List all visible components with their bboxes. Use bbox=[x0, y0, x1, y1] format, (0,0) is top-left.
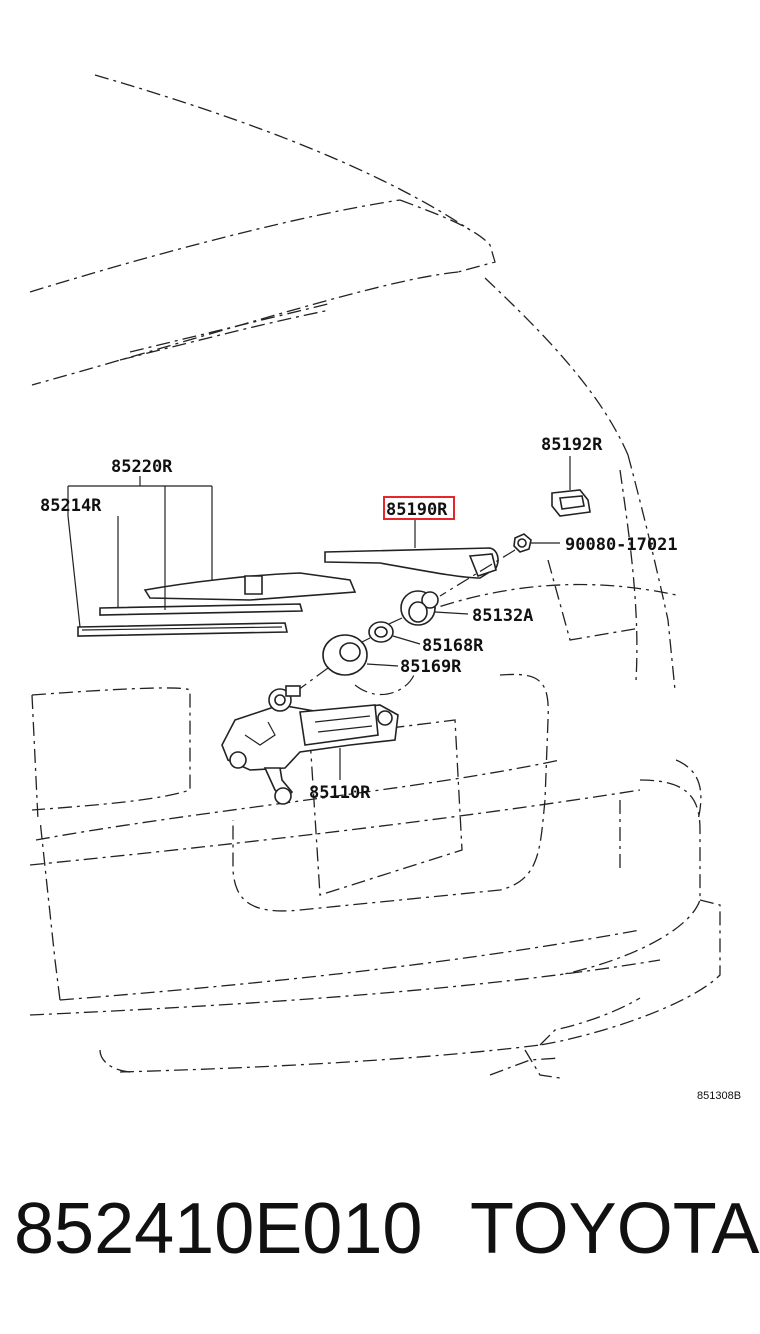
seal-ring-part bbox=[349, 621, 421, 649]
label-85110r: 85110R bbox=[309, 783, 371, 803]
nut-part bbox=[439, 533, 560, 597]
rear-wiper-arm bbox=[324, 518, 499, 579]
highlight-box bbox=[383, 496, 455, 520]
cover-part bbox=[551, 456, 591, 517]
label-85190r: 85190R bbox=[386, 500, 448, 520]
label-85132a: 85132A bbox=[472, 606, 533, 626]
vehicle-rear-outline bbox=[29, 74, 721, 1079]
leader-85220r bbox=[67, 476, 213, 628]
pivot-seal-part bbox=[379, 590, 469, 629]
grommet-part bbox=[297, 634, 416, 696]
wiper-motor-part bbox=[221, 685, 399, 805]
wiper-blade-assembly bbox=[77, 572, 357, 637]
part-number-text: 852410E010 bbox=[14, 1189, 423, 1269]
label-85168r: 85168R bbox=[422, 636, 484, 656]
label-85169r: 85169R bbox=[400, 657, 462, 677]
label-90080-17021: 90080-17021 bbox=[565, 535, 678, 555]
caption-bar: 852410E010 TOYOTA bbox=[0, 1188, 760, 1288]
exploded-parts-diagram: 85220R 85214R 85190R 85192R 90080-17021 … bbox=[29, 74, 741, 1100]
label-85214r: 85214R bbox=[40, 496, 102, 516]
label-85220r: 85220R bbox=[111, 457, 173, 477]
brand-text: TOYOTA bbox=[470, 1189, 760, 1269]
diagram-reference-code: 851308B bbox=[697, 1090, 741, 1100]
label-85192r: 85192R bbox=[541, 435, 603, 455]
